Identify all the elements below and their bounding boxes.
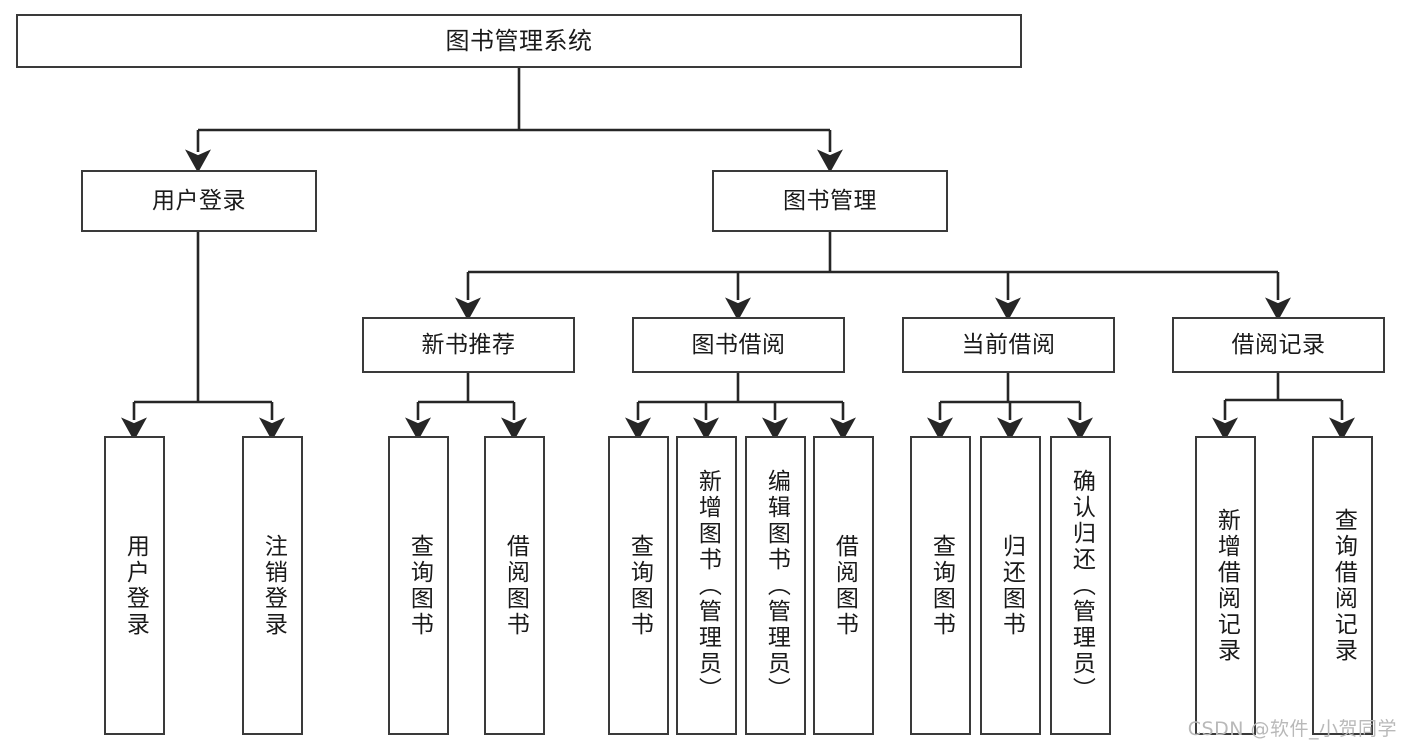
node-label: 借阅图书 <box>831 533 858 638</box>
node-label: 查询借阅记录 <box>1330 507 1357 664</box>
node-label: 查询图书 <box>626 533 653 638</box>
node-label: 图书管理 <box>783 187 877 214</box>
leaf-borrow-edit-book-admin[interactable]: 编辑图书（管理员） <box>745 436 806 735</box>
node-label: 查询图书 <box>406 533 433 638</box>
node-label: 注销登录 <box>260 533 287 638</box>
leaf-current-return-book[interactable]: 归还图书 <box>980 436 1041 735</box>
node-label: 编辑图书（管理员） <box>763 468 790 703</box>
node-borrow-record[interactable]: 借阅记录 <box>1172 317 1385 373</box>
leaf-record-query-record[interactable]: 查询借阅记录 <box>1312 436 1373 735</box>
node-user-login[interactable]: 用户登录 <box>81 170 317 232</box>
node-book-borrow[interactable]: 图书借阅 <box>632 317 845 373</box>
leaf-borrow-borrow-book[interactable]: 借阅图书 <box>813 436 874 735</box>
node-label: 借阅记录 <box>1231 331 1326 358</box>
leaf-user-login-logout[interactable]: 注销登录 <box>242 436 303 735</box>
node-label: 新书推荐 <box>421 331 516 358</box>
leaf-recommend-query-book[interactable]: 查询图书 <box>388 436 449 735</box>
node-label: 图书管理系统 <box>445 27 593 55</box>
leaf-user-login-login[interactable]: 用户登录 <box>104 436 165 735</box>
node-label: 用户登录 <box>152 187 246 214</box>
node-label: 确认归还（管理员） <box>1068 468 1095 703</box>
leaf-recommend-borrow-book[interactable]: 借阅图书 <box>484 436 545 735</box>
node-label: 图书借阅 <box>691 331 786 358</box>
node-label: 当前借阅 <box>961 331 1056 358</box>
leaf-current-query-book[interactable]: 查询图书 <box>910 436 971 735</box>
leaf-current-confirm-return-admin[interactable]: 确认归还（管理员） <box>1050 436 1111 735</box>
leaf-record-add-record[interactable]: 新增借阅记录 <box>1195 436 1256 735</box>
node-book-management[interactable]: 图书管理 <box>712 170 948 232</box>
node-label: 查询图书 <box>928 533 955 638</box>
node-label: 新增图书（管理员） <box>694 468 721 703</box>
node-label: 新增借阅记录 <box>1213 507 1240 664</box>
node-current-borrow[interactable]: 当前借阅 <box>902 317 1115 373</box>
node-label: 借阅图书 <box>502 533 529 638</box>
node-label: 归还图书 <box>998 533 1025 638</box>
node-label: 用户登录 <box>122 533 149 638</box>
node-new-book-recommend[interactable]: 新书推荐 <box>362 317 575 373</box>
leaf-borrow-add-book-admin[interactable]: 新增图书（管理员） <box>676 436 737 735</box>
leaf-borrow-query-book[interactable]: 查询图书 <box>608 436 669 735</box>
node-root-system[interactable]: 图书管理系统 <box>16 14 1022 68</box>
